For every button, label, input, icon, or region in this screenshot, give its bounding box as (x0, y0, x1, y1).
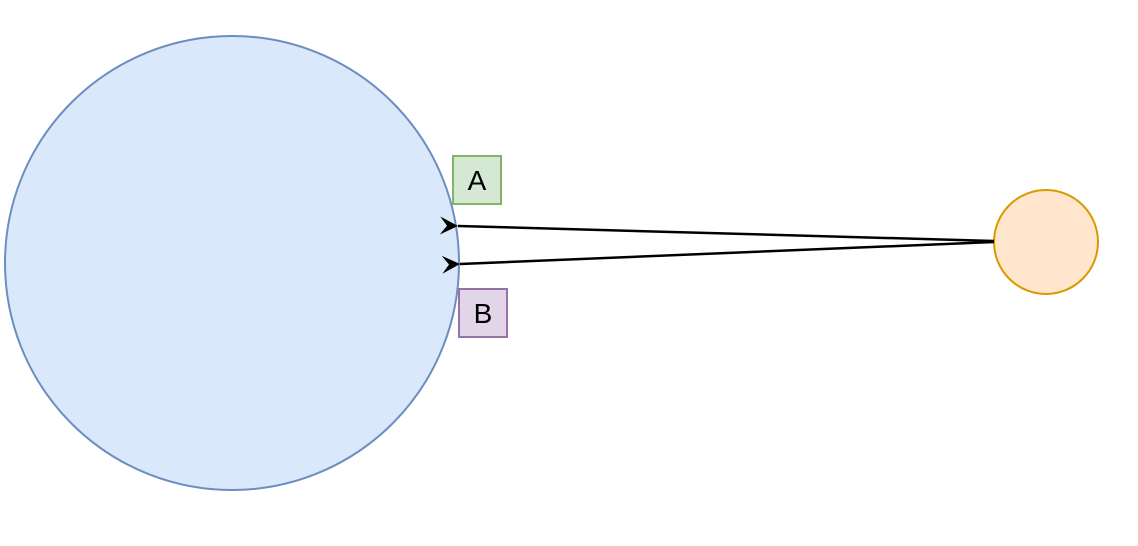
label-a-box[interactable]: A (452, 155, 502, 205)
label-b-rect (458, 288, 508, 338)
label-b-text: B (474, 298, 493, 329)
large-circle[interactable] (4, 35, 460, 491)
arrow-to-a[interactable] (439, 216, 995, 243)
label-b-box[interactable]: B (458, 288, 508, 338)
label-a-text: A (468, 165, 487, 196)
small-circle[interactable] (993, 189, 1099, 295)
arrow-to-b[interactable] (441, 240, 995, 274)
label-a-rect (452, 155, 502, 205)
